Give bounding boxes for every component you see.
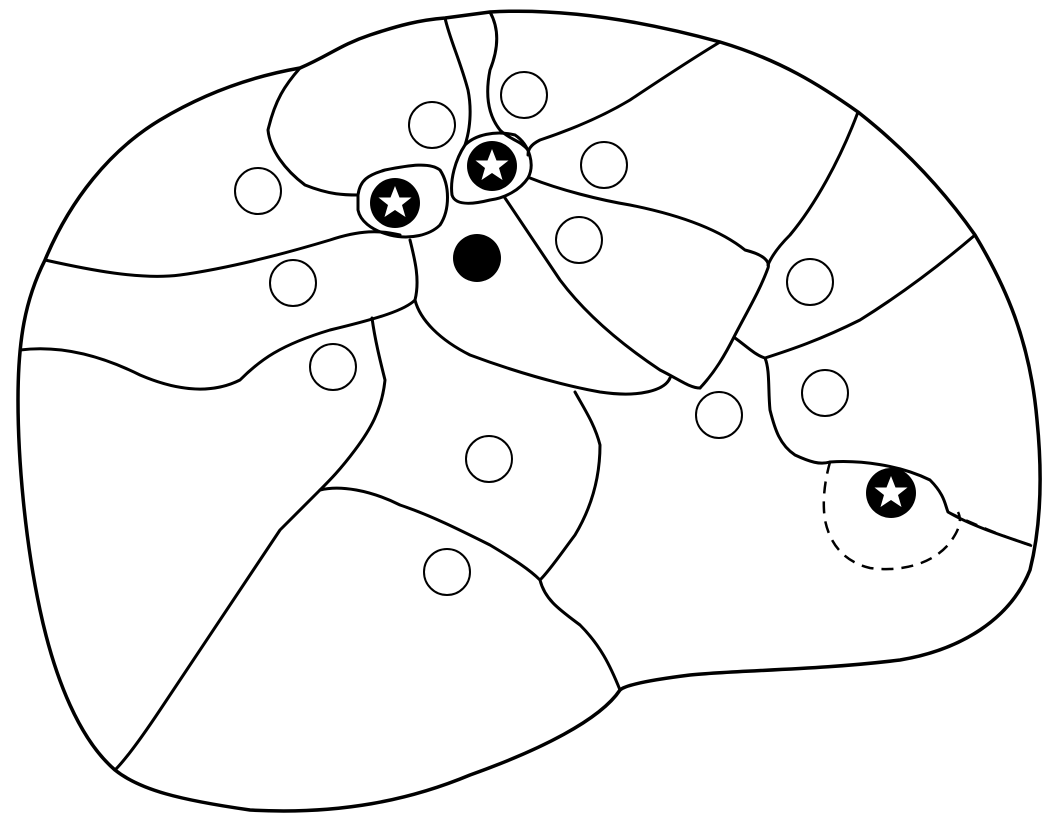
settlement-marker[interactable] [424, 549, 470, 595]
settlement-marker[interactable] [696, 392, 742, 438]
settlement-marker[interactable] [270, 260, 316, 306]
settlement-marker[interactable] [466, 436, 512, 482]
settlement-marker[interactable] [556, 217, 602, 263]
settlement-marker[interactable] [787, 259, 833, 305]
capital-star-icon[interactable] [467, 141, 517, 191]
settlement-marker[interactable] [310, 344, 356, 390]
capital-star-icon[interactable] [866, 468, 916, 518]
settlement-marker[interactable] [501, 72, 547, 118]
settlement-marker[interactable] [409, 102, 455, 148]
capital-star-icon[interactable] [370, 178, 420, 228]
settlement-marker[interactable] [581, 142, 627, 188]
center-point-icon[interactable] [453, 234, 501, 282]
settlement-marker[interactable] [802, 370, 848, 416]
settlement-marker[interactable] [235, 168, 281, 214]
